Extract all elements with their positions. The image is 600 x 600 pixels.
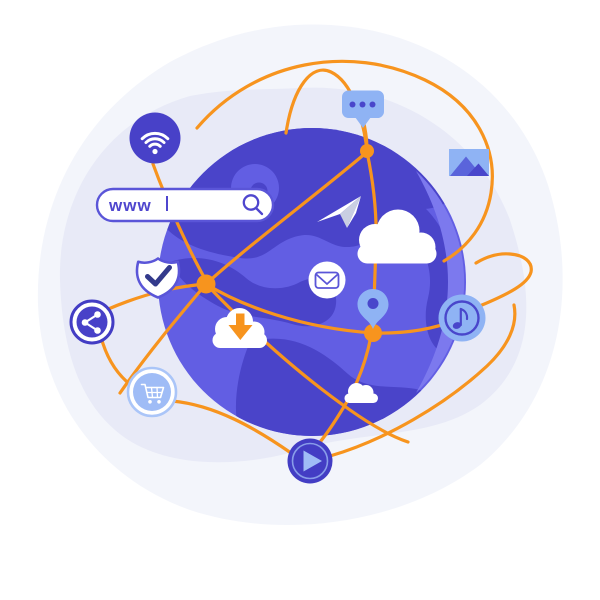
wifi-icon xyxy=(129,112,181,164)
location-pin-icon xyxy=(357,289,389,329)
paper-plane-icon xyxy=(317,196,361,228)
music-note-icon xyxy=(452,307,469,329)
network-node-right xyxy=(364,324,382,342)
shield-check-icon xyxy=(135,257,181,299)
music-icon xyxy=(438,294,486,342)
photo-icon xyxy=(449,149,489,176)
orbit-wifi-link xyxy=(151,162,206,279)
play-icon xyxy=(287,438,333,484)
play-triangle-icon xyxy=(303,450,322,472)
shopping-cart-icon xyxy=(126,366,178,418)
network-node-top xyxy=(360,144,374,158)
search-bar: www xyxy=(95,187,275,223)
download-arrow-icon xyxy=(236,313,245,327)
chat-bubble-icon xyxy=(342,90,384,128)
search-bar-text: www xyxy=(108,196,152,215)
email-icon xyxy=(308,261,346,299)
continent-middle xyxy=(170,257,337,327)
cart-glyph xyxy=(140,383,165,404)
orbit-top-arc xyxy=(195,59,494,263)
continent-bottom xyxy=(235,338,438,436)
cloud-icon xyxy=(357,209,437,264)
checkmark-icon xyxy=(145,265,172,287)
text-cursor xyxy=(166,196,168,211)
network-node-left xyxy=(196,274,216,294)
search-icon xyxy=(242,194,264,216)
small-cloud-icon xyxy=(344,383,378,403)
orbit-network xyxy=(99,59,533,458)
share-icon xyxy=(69,299,115,345)
orbit-ring-lower-right xyxy=(328,303,517,458)
cloud-download-icon xyxy=(212,308,267,348)
orbit-ring-tip xyxy=(474,252,533,307)
